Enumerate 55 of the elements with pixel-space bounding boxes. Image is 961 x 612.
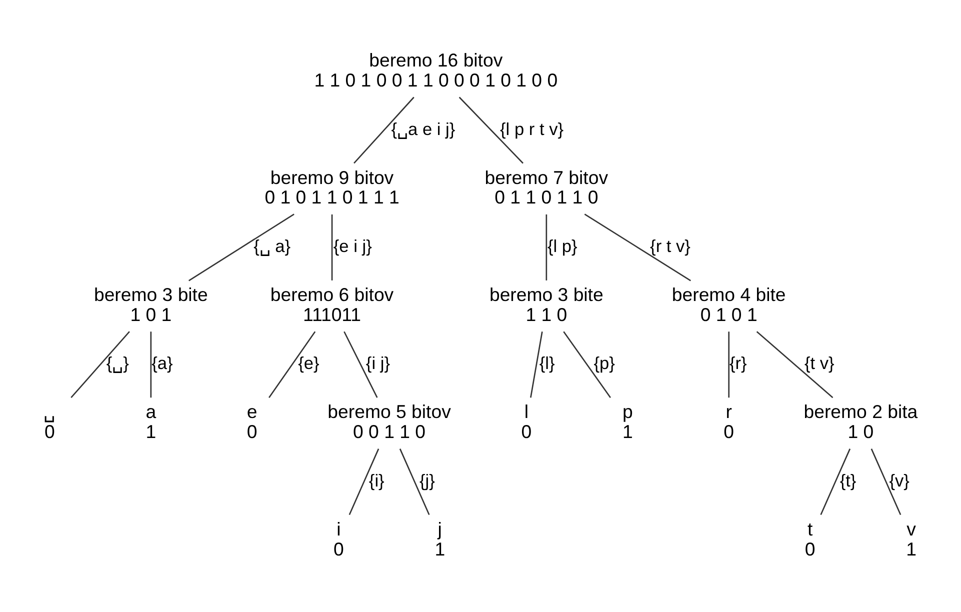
edge-label: {i} xyxy=(368,470,384,490)
node-text: a 1 xyxy=(146,401,156,442)
connector xyxy=(728,332,730,398)
node-text: beremo 16 bitov 1 1 0 1 0 0 1 1 0 0 0 1 0 1 0 0 xyxy=(314,50,558,91)
edge-label: {t v} xyxy=(804,353,834,374)
edge-label: {j} xyxy=(420,470,435,490)
connector xyxy=(870,448,902,516)
connector xyxy=(344,331,378,398)
edge-label: {i j} xyxy=(366,353,390,374)
node-text: beremo 9 bitov 0 1 0 1 1 0 1 1 1 xyxy=(264,166,400,208)
node-text: beremo 6 bitov 111011 xyxy=(270,284,394,325)
node-text: l 0 xyxy=(521,401,532,442)
node-text: beremo 5 bitov 0 0 1 1 0 xyxy=(328,401,451,442)
node-text: i 0 xyxy=(334,518,344,560)
node-text: e 0 xyxy=(246,401,258,442)
edge-label: {l p} xyxy=(547,236,578,256)
connector xyxy=(188,214,294,282)
connector xyxy=(756,331,834,398)
edge-label: {e i j} xyxy=(333,236,372,256)
edge-label: {r} xyxy=(730,353,747,374)
edge-label: {l} xyxy=(539,353,555,374)
connector xyxy=(584,214,692,282)
connector xyxy=(150,332,152,398)
node-text: j 1 xyxy=(434,518,446,560)
edge-label: {v} xyxy=(889,470,910,490)
connector xyxy=(399,448,430,516)
node-text: r 0 xyxy=(724,401,734,442)
node-text: beremo 4 bite 0 1 0 1 xyxy=(672,284,786,325)
edge-label: {p} xyxy=(594,353,615,374)
node-text: beremo 3 bite 1 1 0 xyxy=(489,284,604,325)
connector xyxy=(354,96,414,164)
connector xyxy=(546,214,548,280)
edge-label: {e} xyxy=(298,353,320,374)
edge-label: {␣a e i j} xyxy=(391,118,456,139)
connector xyxy=(530,332,543,398)
connector xyxy=(331,214,333,280)
edge-label: {␣ a} xyxy=(254,236,291,256)
edge-label: {t} xyxy=(840,470,856,490)
connector xyxy=(348,448,380,516)
node-text: beremo 3 bite 1 0 1 xyxy=(94,284,208,325)
edge-label: {␣} xyxy=(106,353,129,374)
connector xyxy=(268,331,316,398)
edge-label: {l p r t v} xyxy=(500,118,564,139)
node-text: beremo 2 bita 1 0 xyxy=(804,401,918,442)
node-text: v 1 xyxy=(906,518,916,560)
node-text: p 1 xyxy=(622,401,633,442)
edge-label: {r t v} xyxy=(650,236,690,256)
connector xyxy=(70,331,130,398)
node-text: ␣ 0 xyxy=(44,401,56,442)
edge-label: {a} xyxy=(152,353,173,374)
connector xyxy=(820,448,851,516)
connector xyxy=(458,96,524,164)
connector xyxy=(563,331,611,398)
node-text: t 0 xyxy=(804,518,816,560)
node-text: beremo 7 bitov 0 1 1 0 1 1 0 xyxy=(484,166,608,208)
